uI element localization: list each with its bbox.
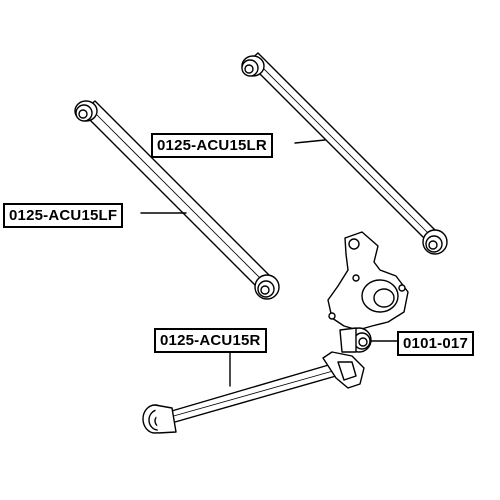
arm-lf-rod-edge bbox=[87, 105, 267, 285]
label-arm-lf[interactable]: 0125-ACU15LF bbox=[3, 203, 124, 228]
arm-r bbox=[142, 351, 365, 434]
leader-lr bbox=[294, 139, 326, 144]
arm-lf-lower-bushing bbox=[254, 274, 280, 300]
leader-lines bbox=[140, 139, 398, 387]
label-knuckle-bushing[interactable]: 0101-017 bbox=[397, 331, 474, 356]
knuckle-side-hole bbox=[398, 284, 406, 292]
arm-r-bushing bbox=[142, 404, 177, 434]
arm-r-rod-edge bbox=[162, 370, 334, 420]
arm-lf bbox=[74, 100, 280, 300]
label-arm-r[interactable]: 0125-ACU15R bbox=[154, 328, 267, 353]
knuckle-lower-hole bbox=[328, 312, 336, 320]
arm-r-rod bbox=[157, 363, 337, 425]
label-arm-lr[interactable]: 0125-ACU15LR bbox=[151, 133, 273, 158]
arm-lr-rod-edge bbox=[251, 56, 437, 242]
knuckle-bolt-hole bbox=[352, 274, 360, 282]
knuckle-bushing bbox=[339, 327, 372, 353]
arm-lr-upper-bushing bbox=[241, 55, 265, 77]
knuckle-body bbox=[327, 231, 409, 331]
arm-r-bracket-slot bbox=[337, 361, 357, 381]
knuckle-upper-hole bbox=[348, 238, 360, 250]
knuckle-hub-bore bbox=[373, 288, 395, 308]
arm-lr bbox=[241, 52, 448, 255]
arm-lr-lower-bushing bbox=[422, 229, 448, 255]
knuckle bbox=[327, 231, 409, 353]
arm-lf-upper-bushing bbox=[74, 100, 98, 122]
